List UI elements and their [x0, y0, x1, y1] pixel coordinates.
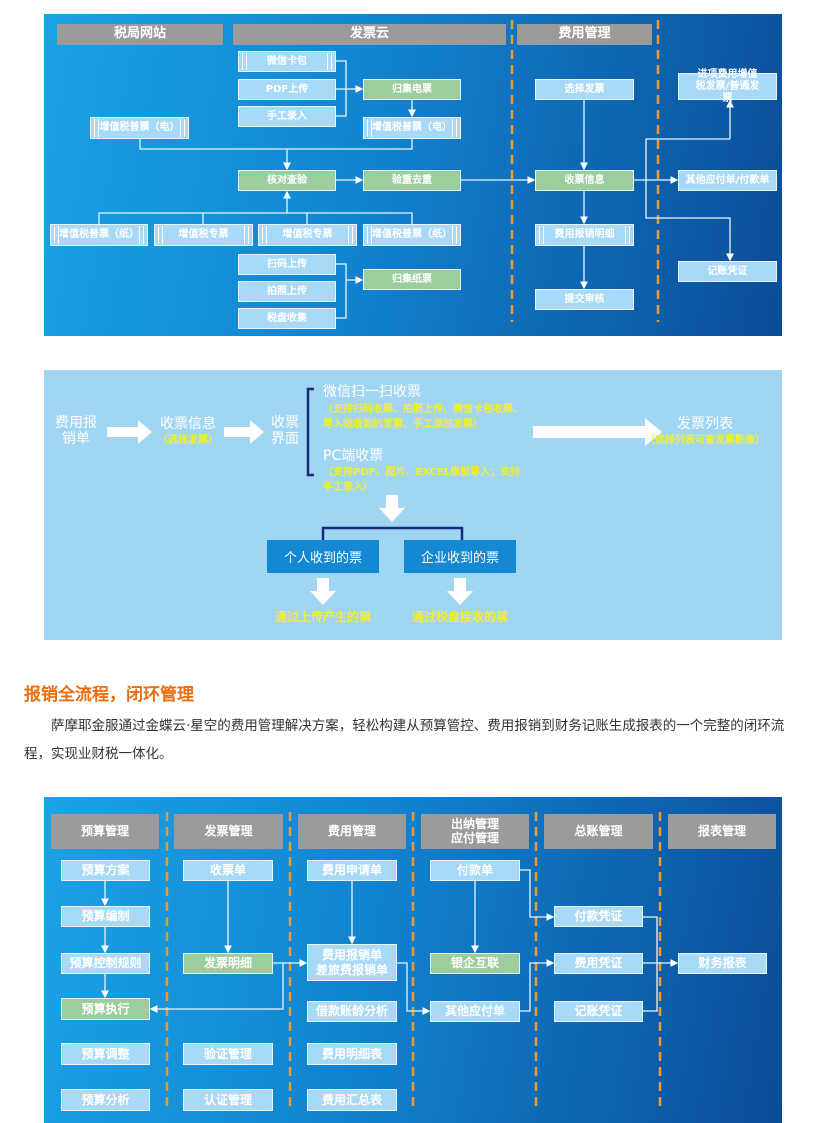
box-invoice-detail: 发票明细 [183, 953, 273, 974]
box-expense-summary: 费用汇总表 [307, 1089, 397, 1111]
box-submit-review: 提交审核 [535, 289, 634, 310]
box-vat-special-2: 增值税专票 [258, 224, 357, 246]
wechat-receipt-title: 微信扫一扫收票 [323, 384, 421, 400]
box-expense-request: 费用申请单 [307, 860, 397, 881]
box-budget-rules: 预算控制规则 [61, 953, 150, 974]
box-budget-analysis: 预算分析 [61, 1089, 150, 1111]
box-budget-compile: 预算编制 [61, 906, 150, 927]
header-budget: 预算管理 [51, 814, 159, 849]
box-vat-normal-e-left: 增值税普票（电） [90, 117, 189, 139]
box-scan-upload: 扫码上传 [238, 254, 336, 275]
header-ledger: 总账管理 [544, 814, 653, 849]
box-select-invoice: 选择发票 [535, 79, 634, 100]
receipt-flow-diagram [44, 370, 782, 640]
header-report: 报表管理 [668, 814, 776, 849]
box-cert-mgmt: 认证管理 [183, 1089, 273, 1111]
personal-sub: 通过上传产生的票 [274, 610, 371, 624]
box-pdf-upload: PDF上传 [238, 79, 336, 100]
header-invoice: 发票管理 [174, 814, 283, 849]
box-taxdisk-collect: 税盘收集 [238, 308, 336, 329]
box-expense-claim: 费用报销单 差旅费报销单 [307, 944, 397, 981]
enterprise-invoices-box: 企业收到的票 [404, 540, 516, 573]
box-financial-report: 财务报表 [678, 953, 767, 974]
wechat-receipt-sub: （支持扫码收票、拍照上传、微信卡包收票、导入我收到的发票、手工添加发票） [323, 404, 523, 430]
box-input-vat: 进项费用增值税发票/普通发票 [678, 69, 777, 104]
header-tax-bureau: 税局网站 [57, 24, 223, 45]
receipt-info-sub: （选择发票） [158, 435, 218, 446]
box-other-payable: 其他应付单/付款单 [678, 170, 777, 191]
box-payment-voucher: 付款凭证 [554, 906, 643, 927]
header-expense: 费用管理 [298, 814, 406, 849]
box-payment-form: 付款单 [430, 860, 520, 881]
receipt-info-label: 收票信息 [160, 416, 216, 432]
receipt-ui-label: 收票界面 [271, 415, 299, 448]
box-vat-normal-paper-2: 增值税普票（纸） [363, 224, 461, 246]
box-verify: 核对查验 [238, 170, 336, 191]
box-dedupe: 验重去重 [363, 170, 461, 191]
box-vat-normal-paper-1: 增值税普票（纸） [50, 224, 148, 246]
section-paragraph: 萨摩耶金服通过金蝶云·星空的费用管理解决方案，轻松构建从预算管控、费用报销到财务… [24, 718, 785, 762]
box-collect-paper: 归集纸票 [363, 269, 461, 290]
box-verify-mgmt: 验证管理 [183, 1043, 273, 1065]
box-budget-plan: 预算方案 [61, 860, 150, 881]
personal-invoices-box: 个人收到的票 [267, 540, 379, 573]
section-heading: 报销全流程，闭环管理 [24, 685, 194, 705]
box-accounting-voucher: 记账凭证 [554, 1001, 643, 1022]
box-loan-aging: 借款账龄分析 [307, 1001, 397, 1022]
box-wechat-card: 微信卡包 [238, 51, 336, 72]
box-bank-link: 银企互联 [430, 953, 520, 974]
header-expense-mgmt: 费用管理 [517, 24, 652, 45]
box-voucher: 记账凭证 [678, 261, 777, 282]
box-expense-detail-report: 费用明细表 [307, 1043, 397, 1065]
box-manual-entry: 手工录入 [238, 106, 336, 127]
box-other-payable: 其他应付单 [430, 1001, 520, 1022]
header-cashier: 出纳管理 应付管理 [421, 814, 529, 849]
invoice-list-sub: （选择列表可查发票影像） [645, 435, 765, 446]
box-receipt-form: 收票单 [183, 860, 273, 881]
box-expense-detail: 费用报销明细 [535, 224, 634, 246]
header-invoice-cloud: 发票云 [233, 24, 506, 45]
expense-form-label: 费用报销单 [55, 415, 97, 448]
box-vat-special-1: 增值税专票 [154, 224, 253, 246]
box-collect-e-invoice: 归集电票 [363, 79, 461, 100]
enterprise-sub: 通过税盘接收的票 [411, 610, 508, 624]
invoice-list-label: 发票列表 [677, 416, 733, 432]
box-budget-adjust: 预算调整 [61, 1043, 150, 1065]
pc-receipt-title: PC端收票 [323, 448, 384, 464]
box-vat-normal-e-right: 增值税普票（电） [363, 117, 461, 139]
box-expense-voucher: 费用凭证 [554, 953, 643, 974]
pc-receipt-sub: （支持PDF、图片、EXCEL模板导入；支持手工录入） [323, 467, 521, 493]
box-budget-exec: 预算执行 [61, 998, 150, 1020]
box-photo-upload: 拍照上传 [238, 281, 336, 302]
box-receipt-info: 收票信息 [535, 170, 634, 191]
